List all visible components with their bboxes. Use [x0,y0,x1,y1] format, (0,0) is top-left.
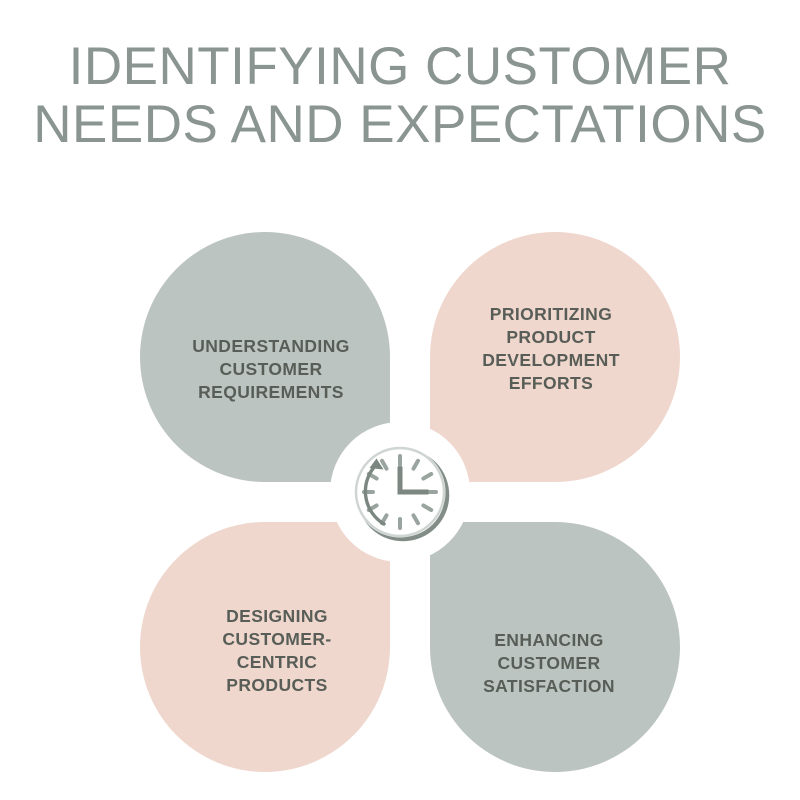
petal-label-top-left: UNDERSTANDING CUSTOMER REQUIREMENTS [192,335,350,402]
petal-designing-customer-centric-products[interactable]: DESIGNING CUSTOMER- CENTRIC PRODUCTS [140,522,390,772]
rotate-arrow-icon [363,458,386,526]
petal-diagram: UNDERSTANDING CUSTOMER REQUIREMENTS PRIO… [140,232,680,772]
center-hub [330,422,470,562]
petal-label-bottom-left: DESIGNING CUSTOMER- CENTRIC PRODUCTS [222,606,332,695]
page-title: IDENTIFYING CUSTOMER NEEDS AND EXPECTATI… [0,38,800,154]
page-title-line-2: NEEDS AND EXPECTATIONS [33,95,767,154]
petal-prioritizing-product-development-efforts[interactable]: PRIORITIZING PRODUCT DEVELOPMENT EFFORTS [430,232,680,482]
petal-label-bottom-right: ENHANCING CUSTOMER SATISFACTION [483,629,615,696]
petal-label-top-right: PRIORITIZING PRODUCT DEVELOPMENT EFFORTS [482,304,620,393]
clock-hands [397,466,429,495]
clock-rotate-icon [354,446,450,542]
page-title-line-1: IDENTIFYING CUSTOMER [68,37,732,96]
petal-enhancing-customer-satisfaction[interactable]: ENHANCING CUSTOMER SATISFACTION [430,522,680,772]
petal-understanding-customer-requirements[interactable]: UNDERSTANDING CUSTOMER REQUIREMENTS [140,232,390,482]
